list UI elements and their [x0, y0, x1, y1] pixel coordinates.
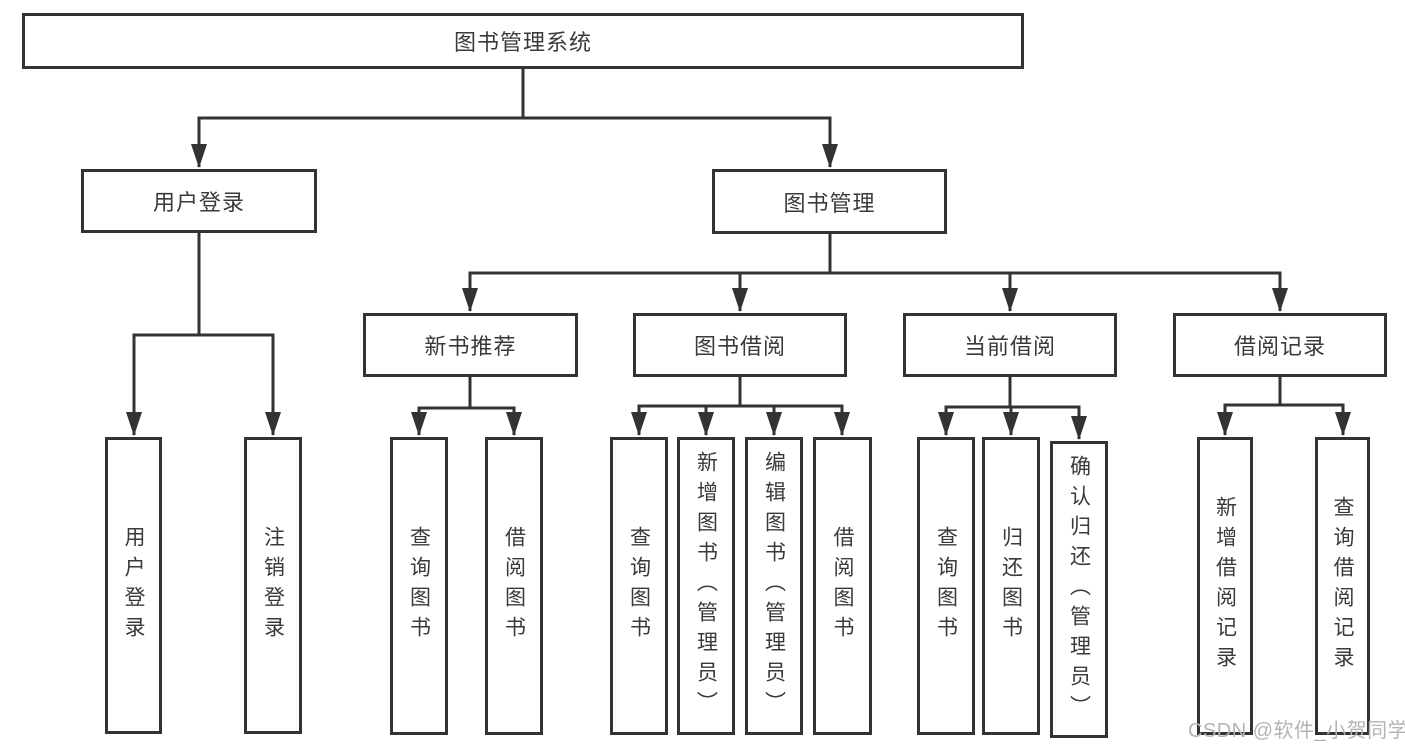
- node-user-login-branch: 用户登录: [81, 169, 317, 233]
- node-book-management: 图书管理: [712, 169, 947, 234]
- leaf-confirm-return-admin: 确认归还（管理员）: [1050, 441, 1108, 738]
- node-label: 查询图书: [934, 526, 958, 646]
- leaf-borrow-books-recommendation: 借阅图书: [485, 437, 543, 735]
- node-label: 注销登录: [261, 525, 285, 646]
- node-label: 借阅记录: [1233, 334, 1326, 359]
- node-label: 借阅图书: [502, 526, 526, 646]
- node-label: 查询借阅记录: [1331, 496, 1354, 676]
- node-label: 新增图书（管理员）: [694, 451, 718, 721]
- node-label: 新书推荐: [424, 334, 517, 359]
- node-label: 编辑图书（管理员）: [762, 451, 786, 721]
- leaf-user-login: 用户登录: [105, 437, 162, 734]
- node-new-book-recommendation: 新书推荐: [363, 313, 578, 377]
- leaf-query-books-recommendation: 查询图书: [390, 437, 448, 735]
- node-label: 图书借阅: [693, 334, 786, 359]
- leaf-query-borrow-record: 查询借阅记录: [1315, 437, 1370, 735]
- csdn-watermark: CSDN @软件_小贺同学: [1188, 720, 1405, 742]
- leaf-borrow-books-borrowing: 借阅图书: [813, 437, 872, 735]
- node-label: 图书管理: [783, 190, 876, 216]
- leaf-query-books-borrowing: 查询图书: [610, 437, 668, 735]
- node-current-borrowing: 当前借阅: [903, 313, 1117, 377]
- leaf-query-books-current: 查询图书: [917, 437, 975, 735]
- node-label: 用户登录: [152, 190, 245, 215]
- node-borrowing-records: 借阅记录: [1173, 313, 1387, 377]
- node-label: 查询图书: [407, 526, 431, 646]
- leaf-return-books: 归还图书: [982, 437, 1040, 735]
- node-root-library-system: 图书管理系统: [22, 13, 1024, 69]
- leaf-logout: 注销登录: [244, 437, 302, 734]
- node-label: 借阅图书: [831, 526, 854, 646]
- node-label: 确认归还（管理员）: [1067, 454, 1091, 725]
- leaf-add-book-admin: 新增图书（管理员）: [677, 437, 735, 735]
- node-label: 图书管理系统: [453, 30, 592, 55]
- node-label: 新增借阅记录: [1213, 496, 1237, 676]
- node-label: 查询图书: [627, 526, 651, 646]
- leaf-edit-book-admin: 编辑图书（管理员）: [745, 437, 803, 735]
- node-label: 归还图书: [999, 526, 1023, 646]
- node-label: 用户登录: [122, 525, 145, 646]
- leaf-add-borrow-record: 新增借阅记录: [1197, 437, 1253, 735]
- node-label: 当前借阅: [963, 334, 1056, 359]
- node-book-borrowing: 图书借阅: [633, 313, 847, 377]
